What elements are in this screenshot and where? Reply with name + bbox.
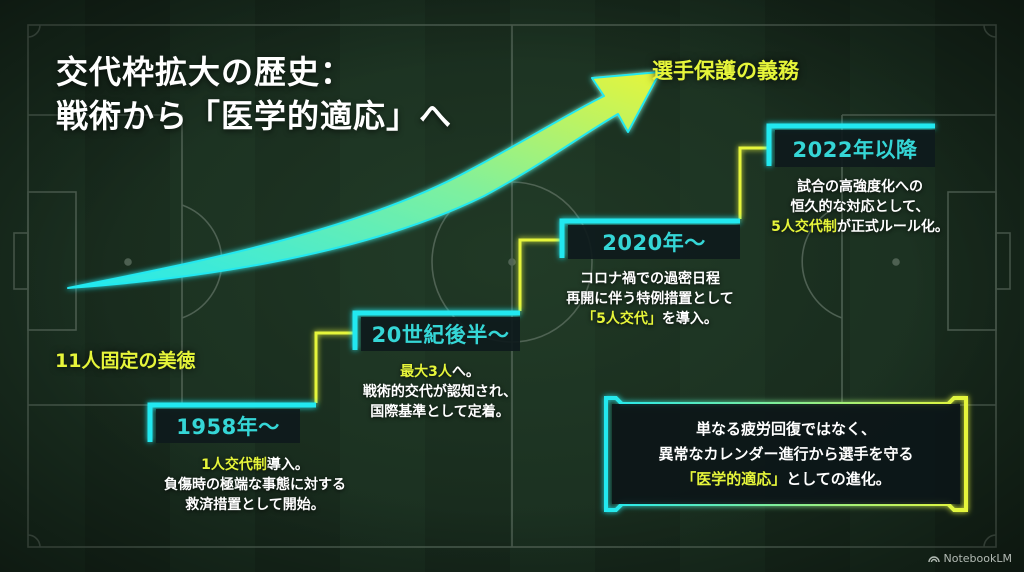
step-description-2020: コロナ禍での過密日程 再開に伴う特例措置として 「5人交代」を導入。 bbox=[530, 269, 770, 329]
arrow-end-label: 選手保護の義務 bbox=[652, 59, 799, 83]
year-label-1958: 1958年〜 bbox=[156, 409, 300, 443]
callout-line-2: 異常なカレンダー進行から選手を守る bbox=[658, 444, 914, 463]
arrow-start-label: 11人固定の美徳 bbox=[55, 350, 196, 372]
desc-line: 試合の高強度化への bbox=[797, 179, 923, 195]
notebooklm-watermark: NotebookLM bbox=[927, 552, 1012, 565]
callout-line-3: 「医学的適応」としての進化。 bbox=[681, 469, 891, 488]
watermark-label: NotebookLM bbox=[943, 552, 1012, 565]
step-description-1958: 1人交代制導入。 負傷時の極端な事態に対する 救済措置として開始。 bbox=[140, 455, 370, 515]
year-label-2022: 2022年以降 bbox=[775, 130, 935, 167]
desc-line: コロナ禍での過密日程 bbox=[580, 271, 720, 287]
notebooklm-logo-icon bbox=[927, 556, 940, 563]
year-label-2020: 2020年〜 bbox=[568, 225, 740, 259]
desc-line: 再開に伴う特例措置として bbox=[566, 291, 734, 307]
title-line-1: 交代枠拡大の歴史： bbox=[56, 53, 354, 91]
desc-line: 救済措置として開始。 bbox=[185, 497, 325, 513]
desc-line: 負傷時の極端な事態に対する bbox=[164, 477, 346, 493]
desc-line: 1人交代制導入。 bbox=[201, 457, 309, 473]
desc-line: 戦術的交代が認知され、 bbox=[362, 384, 518, 400]
year-label-late-20th-century: 20世紀後半〜 bbox=[361, 317, 520, 351]
desc-line: 「5人交代」を導入。 bbox=[582, 311, 718, 327]
step-brackets bbox=[147, 123, 935, 442]
desc-line: 5人交代制が正式ルール化。 bbox=[771, 219, 949, 235]
step-description-2022: 試合の高強度化への 恒久的な対応として、 5人交代制が正式ルール化。 bbox=[740, 177, 980, 237]
page-title: 交代枠拡大の歴史： 戦術から「医学的適応」へ bbox=[56, 50, 452, 138]
step-connectors bbox=[314, 146, 767, 403]
desc-line: 国際基準として定着。 bbox=[370, 404, 510, 420]
desc-line: 最大3人へ。 bbox=[400, 364, 480, 380]
step-description-late-20th-century: 最大3人へ。 戦術的交代が認知され、 国際基準として定着。 bbox=[330, 362, 550, 422]
growth-arrow-icon bbox=[67, 71, 661, 289]
title-line-2: 戦術から「医学的適応」へ bbox=[56, 97, 453, 135]
summary-callout: 単なる疲労回復ではなく、 異常なカレンダー進行から選手を守る 「医学的適応」とし… bbox=[612, 404, 960, 504]
desc-line: 恒久的な対応として、 bbox=[790, 199, 930, 215]
callout-line-1: 単なる疲労回復ではなく、 bbox=[695, 419, 876, 438]
